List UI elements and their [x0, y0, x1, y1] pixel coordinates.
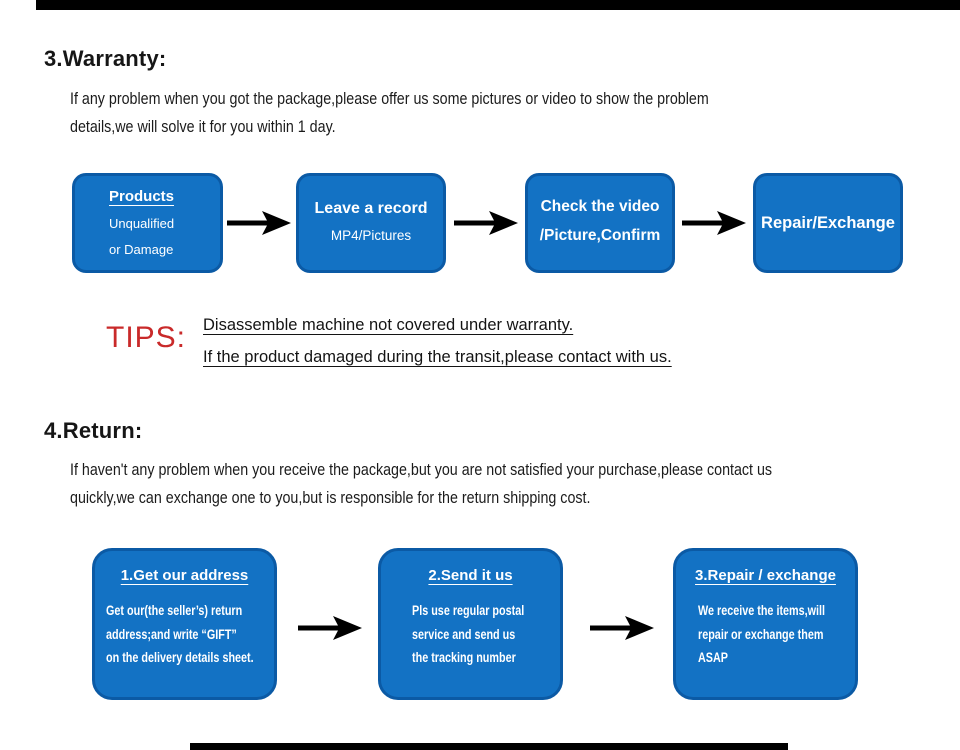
flow-box-line: /Picture,Confirm — [539, 227, 661, 244]
warranty-paragraph-line: details,we will solve it for you within … — [70, 117, 336, 136]
tips-label: TIPS: — [106, 321, 187, 354]
top-divider-bar — [36, 0, 960, 10]
flow-box-line: on the delivery details sheet. — [106, 650, 254, 665]
flow-box-send-it-us: 2.Send it us Pls use regular postal serv… — [378, 548, 563, 700]
flow-box-title: Leave a record — [314, 200, 428, 217]
warranty-paragraph-line: If any problem when you got the package,… — [70, 89, 709, 108]
tips-notes: Disassemble machine not covered under wa… — [203, 309, 672, 373]
flow-box-title: 3.Repair / exchange — [695, 567, 836, 584]
flow-box-line: MP4/Pictures — [330, 228, 412, 243]
flow-box-line: address;and write “GIFT” — [106, 626, 237, 642]
flow-box-line: We receive the items,will — [698, 603, 826, 618]
return-flow-diagram: 1.Get our address Get our(the seller’s) … — [92, 548, 858, 700]
flow-box-check-video: Check the video /Picture,Confirm — [525, 173, 675, 273]
flow-box-line: the tracking number — [412, 650, 516, 665]
flow-box-line: repair or exchange them — [698, 626, 824, 642]
flow-arrow-icon — [682, 211, 746, 235]
return-paragraph-line: If haven't any problem when you receive … — [70, 460, 773, 479]
return-heading: 4.Return: — [44, 418, 143, 443]
tips-note-line: If the product damaged during the transi… — [203, 348, 672, 366]
flow-box-body: We receive the items,will repair or exch… — [676, 599, 857, 670]
flow-box-line: Unqualified — [109, 216, 175, 231]
flow-box-line: service and send us — [412, 626, 516, 642]
flow-box-products: Products Unqualified or Damage — [72, 173, 223, 273]
bottom-divider-bar — [190, 743, 788, 750]
flow-arrow-icon — [454, 211, 518, 235]
flow-box-line: Pls use regular postal — [412, 603, 525, 618]
flow-box-title: 1.Get our address — [120, 567, 249, 584]
flow-box-line: ASAP — [698, 650, 729, 665]
tips-note-line: Disassemble machine not covered under wa… — [203, 316, 574, 334]
flow-box-line: Get our(the seller’s) return — [106, 603, 243, 618]
flow-box-title: Check the video — [540, 198, 660, 215]
warranty-flow-diagram: Products Unqualified or Damage Leave a r… — [72, 173, 904, 273]
flow-box-repair-or-exchange: 3.Repair / exchange We receive the items… — [673, 548, 858, 700]
flow-box-body: Get our(the seller’s) return address;and… — [95, 599, 291, 670]
flow-arrow-icon — [227, 211, 291, 235]
warranty-heading: 3.Warranty: — [44, 46, 167, 71]
return-paragraph-line: quickly,we can exchange one to you,but i… — [70, 488, 591, 507]
flow-box-title: Products — [109, 188, 175, 205]
flow-box-leave-record: Leave a record MP4/Pictures — [296, 173, 446, 273]
flow-box-title: Repair/Exchange — [761, 213, 895, 232]
flow-box-line: or Damage — [109, 242, 174, 257]
flow-box-repair-exchange: Repair/Exchange — [753, 173, 903, 273]
warranty-paragraph: If any problem when you got the package,… — [70, 85, 709, 141]
flow-arrow-icon — [590, 616, 654, 640]
flow-box-title: 2.Send it us — [428, 567, 513, 584]
return-paragraph: If haven't any problem when you receive … — [70, 456, 772, 512]
flow-box-get-address: 1.Get our address Get our(the seller’s) … — [92, 548, 277, 700]
flow-box-body: Pls use regular postal service and send … — [381, 599, 552, 670]
flow-arrow-icon — [298, 616, 362, 640]
